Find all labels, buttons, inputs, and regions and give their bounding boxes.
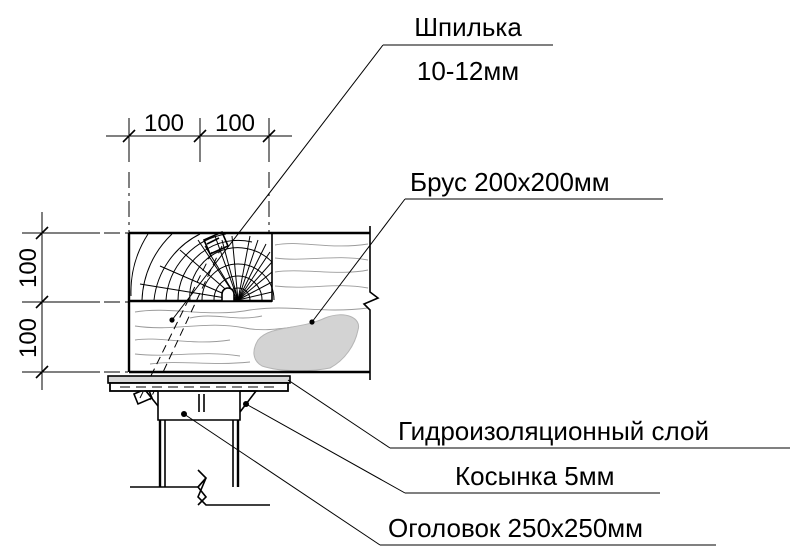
- beam-label: Брус 200x200мм: [410, 167, 610, 197]
- cap-label: Оголовок 250x250мм: [388, 513, 643, 543]
- beam-callout: Брус 200x200мм: [309, 167, 663, 325]
- cap-callout: Оголовок 250x250мм: [183, 413, 716, 546]
- stud-callout: Шпилька 10-12мм: [169, 12, 553, 323]
- side-dimension: 100 100: [15, 212, 128, 390]
- gusset-label: Косынка 5мм: [455, 461, 615, 491]
- top-dim-left-label: 100: [144, 110, 184, 137]
- side-dim-bottom-label: 100: [15, 318, 42, 358]
- wood-knot: [253, 314, 360, 372]
- timber-beam: [127, 226, 380, 380]
- steel-post: [130, 420, 270, 506]
- gusset-callout: Косынка 5мм: [245, 403, 660, 494]
- waterproofing-label: Гидроизоляционный слой: [398, 416, 709, 446]
- side-dim-top-label: 100: [15, 248, 42, 288]
- end-grain-rings: [130, 233, 275, 301]
- waterproofing-callout: Гидроизоляционный слой: [287, 379, 790, 449]
- stud-size-label: 10-12мм: [417, 56, 519, 86]
- stud-hole: [221, 287, 235, 302]
- top-dim-right-label: 100: [215, 110, 255, 137]
- top-dimension: 100 100: [106, 110, 292, 232]
- waterproofing-layer: [107, 375, 291, 384]
- stud-label: Шпилька: [414, 12, 522, 42]
